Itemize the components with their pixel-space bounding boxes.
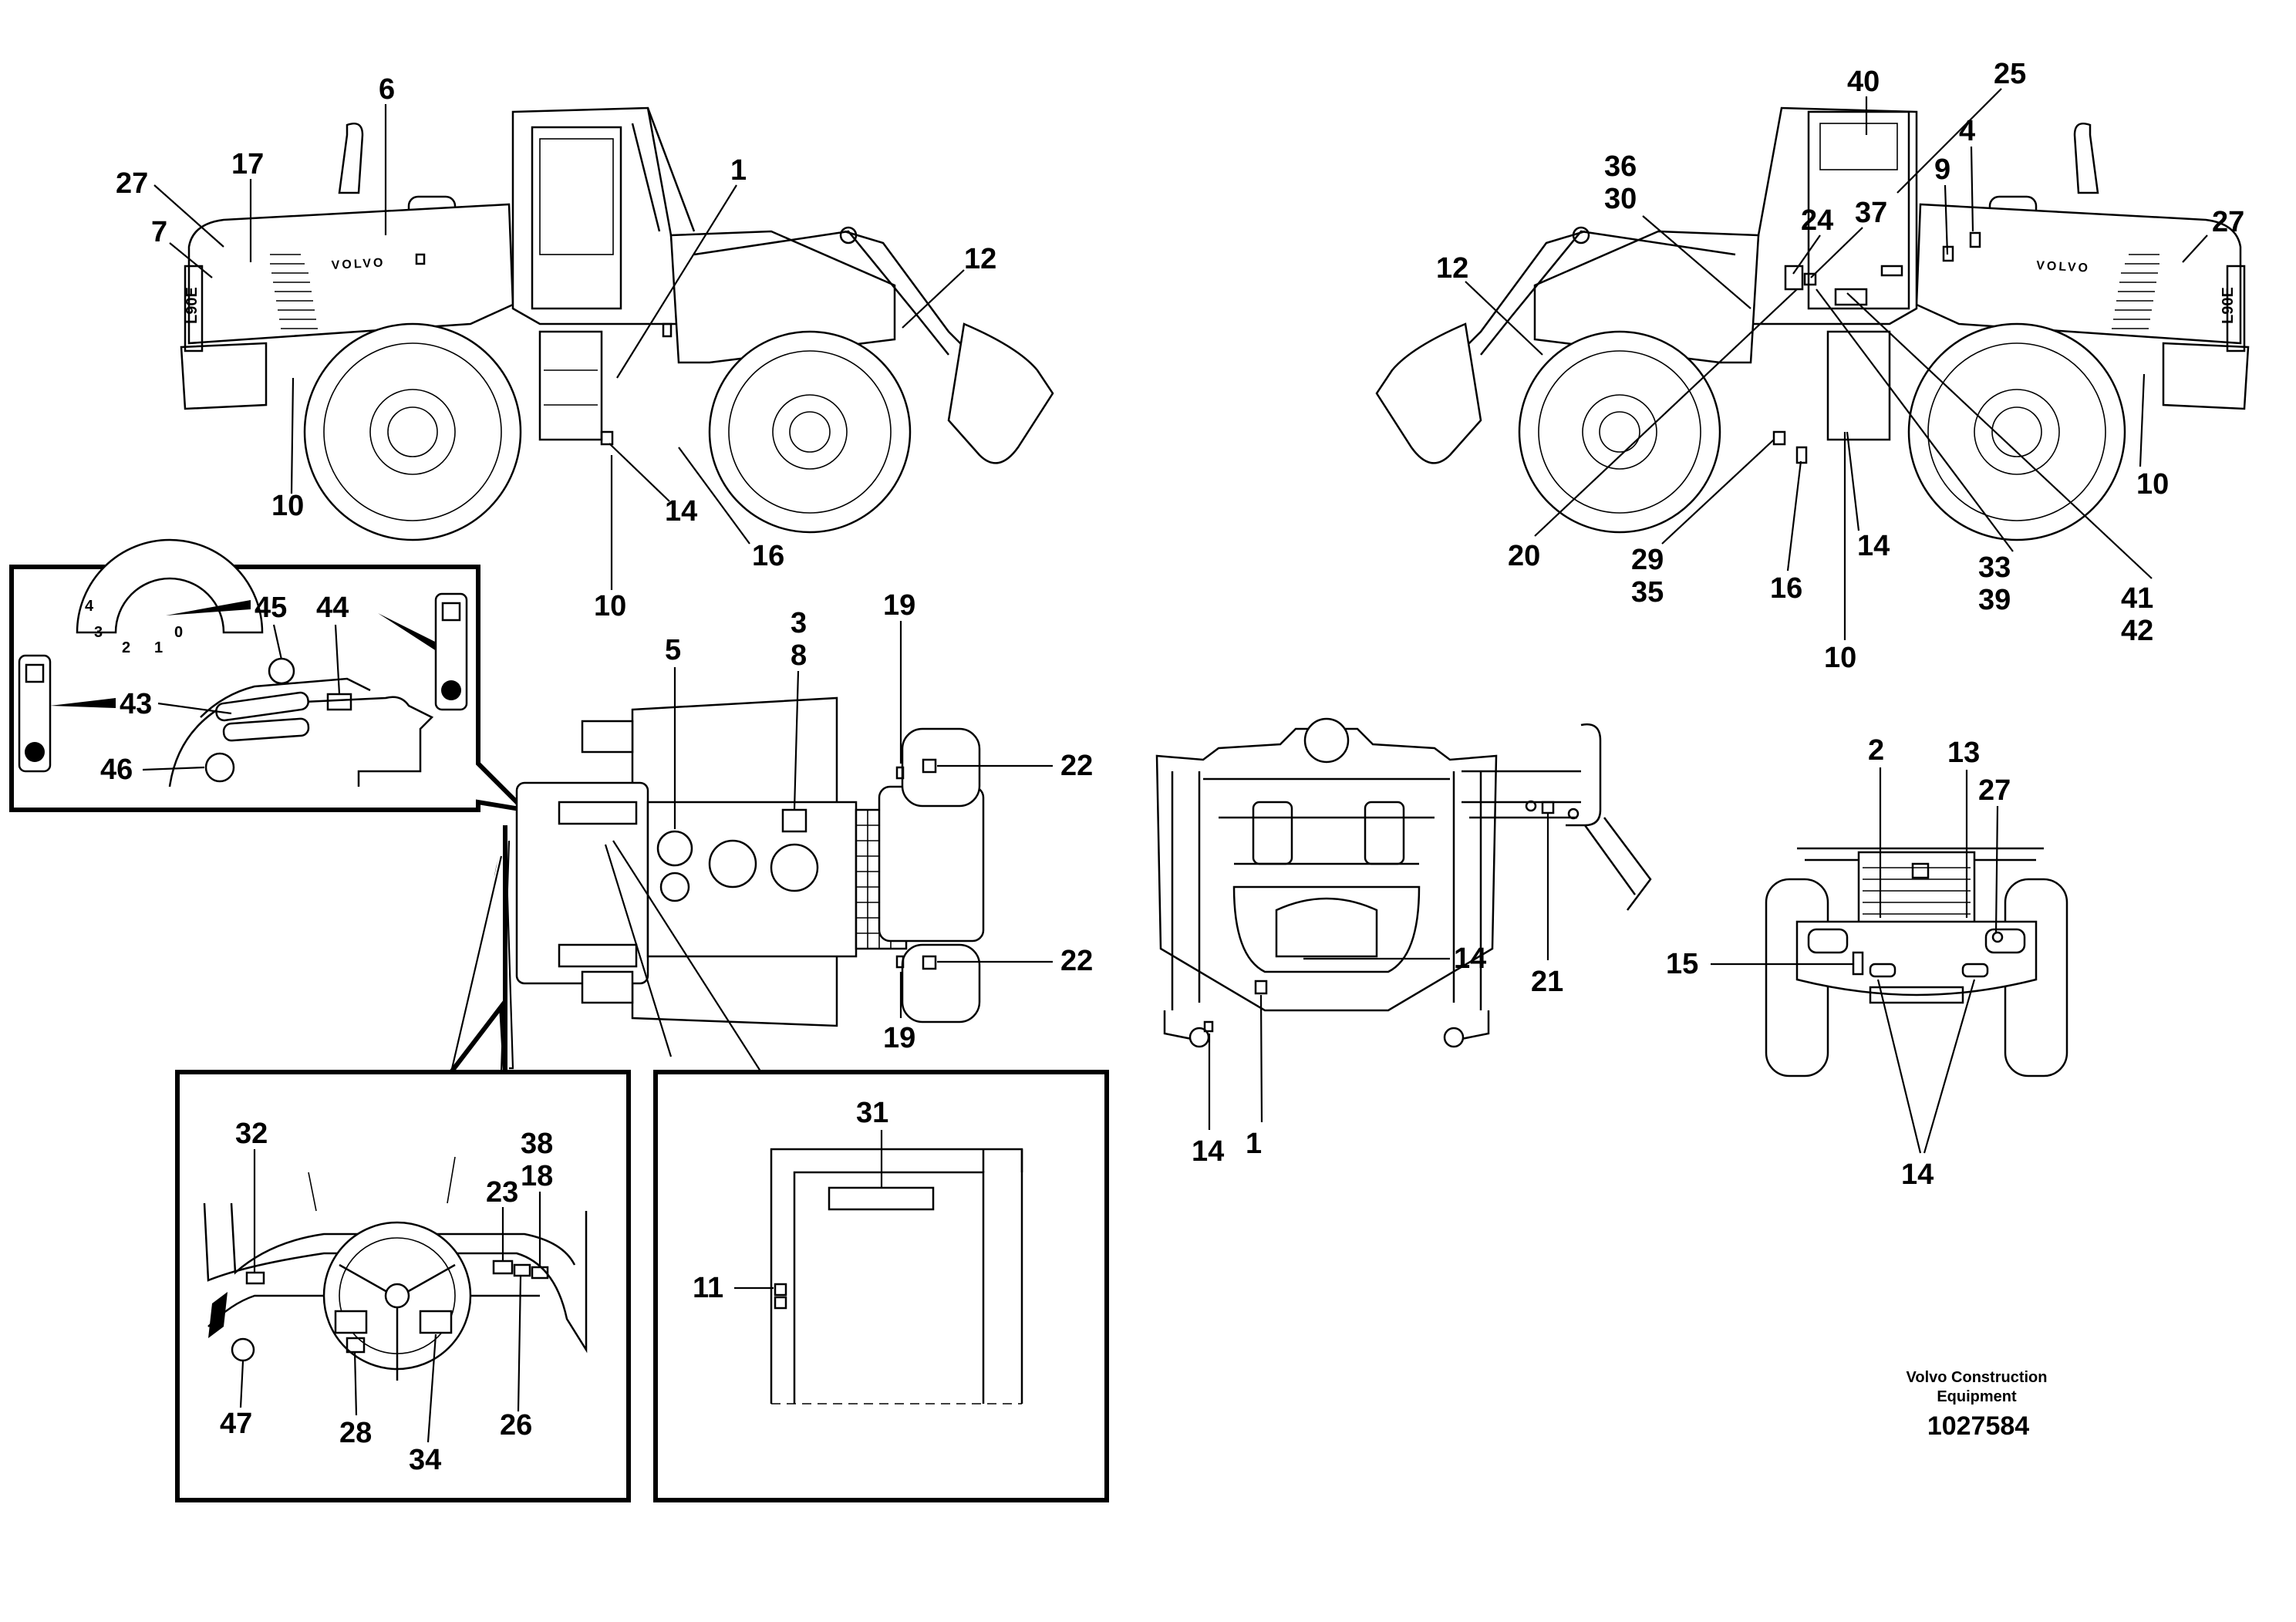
- callout-3: 3: [791, 607, 807, 639]
- callout-27: 27: [116, 167, 148, 200]
- callout-38: 38: [521, 1128, 553, 1160]
- callout-14: 14: [1454, 943, 1486, 975]
- control-panel-inset: 4 3 2 1 0: [9, 538, 531, 814]
- callout-7: 7: [151, 216, 167, 248]
- callout-22: 22: [1060, 750, 1093, 782]
- callout-1: 1: [1246, 1128, 1262, 1160]
- step-labels: 21: [1531, 814, 1563, 998]
- callout-12: 12: [964, 243, 996, 275]
- callout-24: 24: [1801, 204, 1833, 237]
- callout-9: 9: [1934, 153, 1950, 186]
- callout-16: 16: [1770, 572, 1802, 605]
- callout-22: 22: [1060, 945, 1093, 977]
- callout-45: 45: [255, 592, 287, 624]
- callout-26: 26: [500, 1409, 532, 1442]
- callout-5: 5: [665, 634, 681, 666]
- rear-labels: 2 13 27 15 14: [1666, 734, 2011, 1191]
- callout-13: 13: [1947, 737, 1980, 769]
- frame-view: [1155, 717, 1498, 1048]
- callout-15: 15: [1666, 948, 1698, 980]
- callout-2: 2: [1868, 734, 1884, 767]
- rear-view: [1765, 847, 2068, 1077]
- callout-31: 31: [856, 1097, 888, 1129]
- frame-labels: 14 14 1: [1192, 943, 1486, 1168]
- callout-34: 34: [409, 1444, 441, 1476]
- step-view: [1462, 723, 1652, 911]
- callout-40: 40: [1847, 66, 1880, 98]
- callout-10: 10: [2136, 468, 2169, 501]
- callout-20: 20: [1508, 540, 1540, 572]
- callout-35: 35: [1631, 576, 1664, 609]
- callout-19: 19: [883, 589, 915, 622]
- callout-4: 4: [1959, 115, 1975, 147]
- callout-1: 1: [730, 154, 747, 187]
- footer: Volvo Construction Equipment 1027584: [1907, 1369, 2048, 1441]
- callout-29: 29: [1631, 544, 1664, 576]
- callout-23: 23: [486, 1176, 518, 1209]
- callout-44: 44: [316, 592, 349, 624]
- dashboard-inset: [175, 840, 631, 1502]
- top-view-labels: 5 3 8 19 22 22 19: [665, 589, 1093, 1054]
- callout-14: 14: [1901, 1158, 1934, 1191]
- gauge-scale-2: 2: [122, 639, 130, 656]
- left-side-view: VOLVO L90E: [180, 106, 1054, 541]
- callout-47: 47: [220, 1408, 252, 1440]
- callout-28: 28: [339, 1417, 372, 1449]
- callout-33: 33: [1978, 551, 2011, 584]
- right-model-mark: L90E: [2220, 287, 2237, 324]
- callout-16: 16: [752, 540, 784, 572]
- gauge-scale-4: 4: [85, 598, 94, 615]
- callout-27: 27: [1978, 774, 2011, 807]
- callout-6: 6: [379, 73, 395, 106]
- callout-10: 10: [1824, 642, 1856, 674]
- callout-14: 14: [1192, 1135, 1224, 1168]
- callout-37: 37: [1855, 197, 1887, 229]
- callout-14: 14: [1857, 530, 1890, 562]
- control-panel-labels: 45 44 43 46: [100, 592, 349, 786]
- right-side-view: VOLVO L90E: [1375, 106, 2250, 541]
- gauge-scale-1: 1: [154, 639, 163, 656]
- callout-27: 27: [2212, 206, 2244, 238]
- callout-14: 14: [665, 495, 697, 528]
- dashboard-labels: 32 38 18 23 47 28 34 26: [220, 1118, 553, 1476]
- callout-30: 30: [1604, 183, 1637, 215]
- right-side-labels: 40 25 36 30 9 4 24 37 27 12 10 20 29 35 …: [1436, 58, 2244, 674]
- document-number: 1027584: [1927, 1411, 2029, 1441]
- callout-18: 18: [521, 1160, 553, 1192]
- left-side-labels: 27 17 7 6 1 12 10 14 16 10: [116, 73, 996, 622]
- callout-11: 11: [693, 1272, 723, 1304]
- callout-25: 25: [1994, 58, 2026, 90]
- callout-21: 21: [1531, 966, 1563, 998]
- top-view: [492, 696, 985, 1027]
- right-brand-mark: VOLVO: [2036, 259, 2091, 275]
- left-model-mark: L90E: [184, 287, 201, 324]
- callout-36: 36: [1604, 150, 1637, 183]
- gauge-scale-3: 3: [94, 624, 103, 641]
- callout-10: 10: [271, 490, 304, 522]
- door-labels: 31 11: [693, 1097, 888, 1304]
- callout-39: 39: [1978, 584, 2011, 616]
- caption-line1: Volvo Construction: [1907, 1369, 2048, 1386]
- callout-43: 43: [120, 688, 152, 720]
- caption-line2: Equipment: [1937, 1388, 2017, 1405]
- callout-8: 8: [791, 639, 807, 672]
- callout-17: 17: [231, 148, 264, 180]
- callout-46: 46: [100, 754, 133, 786]
- callout-19: 19: [883, 1022, 915, 1054]
- callout-10: 10: [594, 590, 626, 622]
- callout-12: 12: [1436, 252, 1468, 285]
- callout-32: 32: [235, 1118, 268, 1150]
- gauge-scale-0: 0: [174, 624, 183, 641]
- left-brand-mark: VOLVO: [331, 256, 386, 272]
- callout-42: 42: [2121, 615, 2153, 647]
- callout-41: 41: [2121, 582, 2153, 615]
